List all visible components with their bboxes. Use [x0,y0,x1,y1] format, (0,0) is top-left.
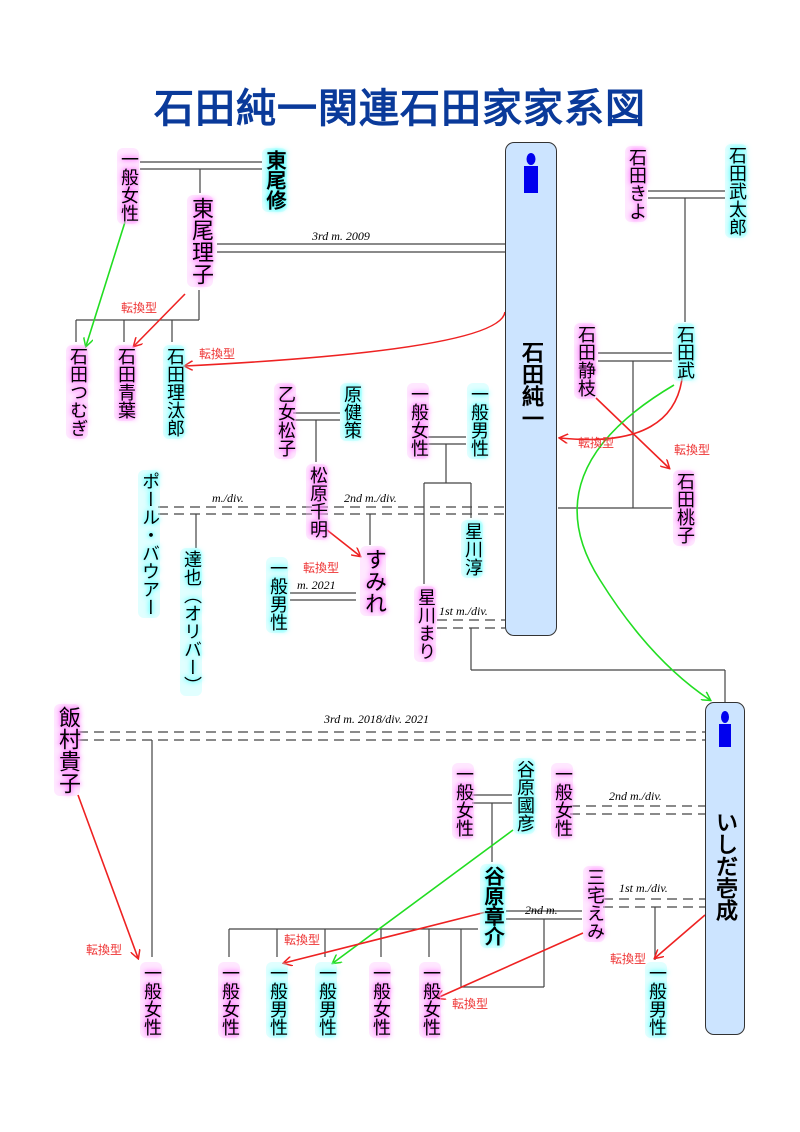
person-child[interactable]: 一般女性 [218,962,240,1038]
person-ishida-taketaro[interactable]: 石田武太郎 [725,144,747,238]
person-higashio-osamu[interactable]: 東尾修 [262,148,287,212]
person-child[interactable]: 一般男性 [315,962,337,1038]
person-icon [719,711,731,747]
main-person-name: いしだ壱成 [712,811,738,921]
person-matsubara-chiaki[interactable]: 松原千明 [306,464,328,540]
marriage-label: 1st m./div. [439,604,488,618]
person-ishida-shizue[interactable]: 石田静枝 [574,323,596,399]
conversion-arrow [326,529,360,556]
person-child[interactable]: 一般女性 [369,962,391,1038]
person-paul-bower[interactable]: ポール・バウアー [138,470,160,618]
person-female[interactable]: 一般女性 [407,383,429,459]
conversion-arrow [560,367,684,440]
marriage-label: 1st m./div. [619,881,668,895]
person-sumire[interactable]: すみれ [360,546,386,616]
person-tatsuya[interactable]: 達也（オリバー） [180,548,202,696]
marriage-label: 3rd m. 2018/div. 2021 [324,712,429,726]
person-hara-kensaku[interactable]: 原健策 [340,383,362,441]
arrow [333,829,514,963]
marriage-label: m. 2021 [297,578,336,592]
person-female[interactable]: 一般女性 [140,962,162,1038]
person-ishida-takeshi[interactable]: 石田武 [673,323,695,381]
marriage-label: 3rd m. 2009 [312,229,370,243]
person-female[interactable]: 一般女性 [551,763,573,839]
conversion-arrow [655,914,706,958]
conversion-label: 転換型 [86,943,123,957]
conversion-arrow [437,932,584,998]
marriage-label: 2nd m./div. [609,789,662,803]
conversion-label: 転換型 [121,301,158,315]
person-ishida-aoba[interactable]: 石田青葉 [114,345,136,421]
person-tanihara-shosuke[interactable]: 谷原章介 [480,864,505,948]
person-male[interactable]: 一般男性 [266,557,288,633]
person-ishida-tsumugi[interactable]: 石田つむぎ [66,345,88,439]
person-female[interactable]: 一般女性 [452,763,474,839]
person-child[interactable]: 一般女性 [419,962,441,1038]
page-title: 石田純一関連石田家家系図 [154,85,646,132]
main-person-name: 石田純一 [518,341,544,429]
marriage-label: m./div. [212,491,244,505]
person-higashio-riko[interactable]: 東尾理子 [187,195,213,287]
person-hoshikawa-jun[interactable]: 星川淳 [461,520,483,578]
conversion-arrow [595,397,669,468]
person-tanihara-kunihiko[interactable]: 谷原國彦 [513,758,535,834]
marriage-label: 2nd m. [525,903,558,917]
person-miyake-emi[interactable]: 三宅えみ [583,866,605,942]
person-ishida-ritaro[interactable]: 石田理汰郎 [163,345,185,439]
conversion-label: 転換型 [610,952,647,966]
person-otome-matsuko[interactable]: 乙女松子 [274,383,296,459]
arrow [86,221,126,346]
person-icon [524,153,538,193]
main-person-ishida-issei[interactable]: いしだ壱成 [705,702,745,1035]
conversion-arrow [284,911,487,963]
person-child[interactable]: 一般男性 [266,962,288,1038]
conversion-label: 転換型 [578,436,615,450]
conversion-arrow [77,794,138,958]
conversion-label: 転換型 [199,347,236,361]
person-male[interactable]: 一般男性 [467,383,489,459]
person-iimura-takako[interactable]: 飯村貴子 [54,704,80,796]
conversion-arrow [134,293,186,346]
person-ishida-kiyo[interactable]: 石田きよ [625,146,647,222]
person-ishida-momoko[interactable]: 石田桃子 [673,470,695,546]
person-female[interactable]: 一般女性 [117,148,139,224]
person-male[interactable]: 一般男性 [645,962,667,1038]
arrow [576,384,710,700]
conversion-arrow [185,311,506,366]
marriage-label: 2nd m./div. [344,491,397,505]
person-hoshikawa-mari[interactable]: 星川まり [414,586,436,662]
main-person-ishida-junichi[interactable]: 石田純一 [505,142,557,636]
conversion-label: 転換型 [303,561,340,575]
conversion-label: 転換型 [674,443,711,457]
conversion-label: 転換型 [284,933,321,947]
conversion-label: 転換型 [452,997,489,1011]
